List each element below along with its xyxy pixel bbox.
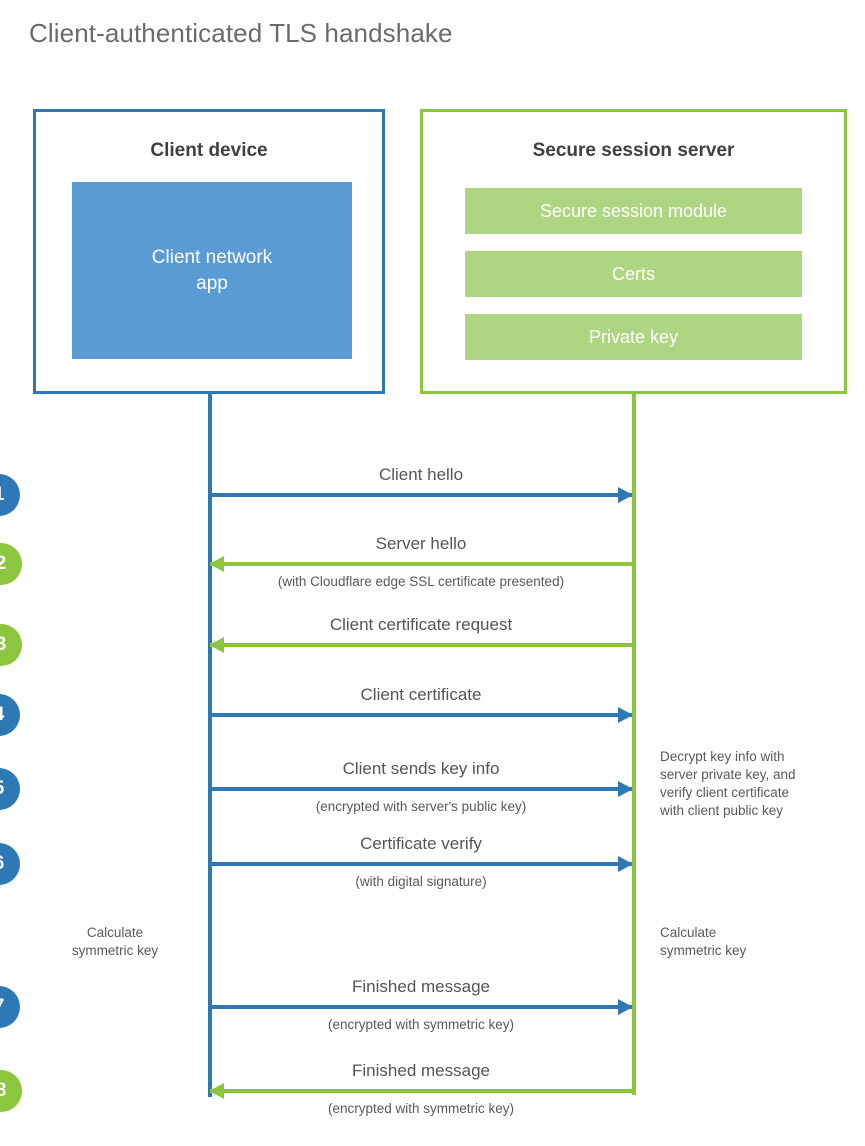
step-badge-4: 4 <box>0 694 20 736</box>
step-badge-3: 3 <box>0 624 22 666</box>
message-label-2: Server hello <box>375 534 467 553</box>
annotation-decrypt-line3: verify client certificate <box>660 785 790 800</box>
annotation-calc-client-line1: Calculate <box>86 925 144 940</box>
message-line-3 <box>209 637 632 653</box>
server-title: Secure session server <box>532 140 735 161</box>
message-line-8 <box>209 1083 632 1099</box>
annotation-decrypt-line4: with client public key <box>660 803 784 818</box>
secure-session-server-box: Secure session server Secure session mod… <box>420 109 847 394</box>
client-app-label-line2: app <box>196 272 228 294</box>
message-line-7 <box>210 999 633 1015</box>
annotation-decrypt-key-info: Decrypt key info with server private key… <box>660 748 850 820</box>
client-app-label-line1: Client network <box>151 246 273 268</box>
arrowhead-right-icon <box>618 856 633 872</box>
annotation-calculate-symmetric-key-client: Calculate symmetric key <box>40 924 190 960</box>
annotation-calc-server-line1: Calculate <box>660 925 717 940</box>
arrowhead-left-icon <box>209 637 224 653</box>
step-badge-5: 5 <box>0 768 20 810</box>
message-line-6 <box>210 856 633 872</box>
annotation-calc-client-line2: symmetric key <box>71 943 159 958</box>
message-line-4 <box>210 707 633 723</box>
message-sublabel-2: (with Cloudflare edge SSL certificate pr… <box>277 574 565 589</box>
step-badge-8: 8 <box>0 1070 22 1112</box>
client-lifeline <box>208 391 212 1097</box>
client-device-box: Client device Client network app <box>33 109 385 394</box>
message-label-6: Certificate verify <box>360 834 482 853</box>
step-badge-6: 6 <box>0 843 20 885</box>
server-lifeline <box>632 391 636 1095</box>
client-device-title: Client device <box>150 140 268 161</box>
arrowhead-left-icon <box>209 556 224 572</box>
step-badge-7: 7 <box>0 986 20 1028</box>
server-component-certs: Certs <box>465 251 802 297</box>
step-badge-2: 2 <box>0 543 22 585</box>
message-sublabel-7: (encrypted with symmetric key) <box>327 1017 515 1032</box>
annotation-calculate-symmetric-key-server: Calculate symmetric key <box>660 924 830 960</box>
message-label-5: Client sends key info <box>342 759 500 778</box>
message-line-2 <box>209 556 632 572</box>
arrowhead-right-icon <box>618 999 633 1015</box>
arrowhead-right-icon <box>618 781 633 797</box>
arrowhead-left-icon <box>209 1083 224 1099</box>
message-label-4: Client certificate <box>360 685 482 704</box>
message-sublabel-5: (encrypted with server's public key) <box>315 799 527 814</box>
message-label-7: Finished message <box>352 977 490 996</box>
page-title: Client-authenticated TLS handshake <box>29 18 453 48</box>
message-label-1: Client hello <box>378 465 464 484</box>
arrowhead-right-icon <box>618 487 633 503</box>
message-label-3: Client certificate request <box>329 615 513 634</box>
annotation-decrypt-line2: server private key, and <box>660 767 796 782</box>
step-badge-1: 1 <box>0 474 20 516</box>
message-line-5 <box>210 781 633 797</box>
message-line-1 <box>210 487 633 503</box>
client-network-app-block: Client network app <box>72 182 352 359</box>
message-sublabel-8: (encrypted with symmetric key) <box>327 1101 515 1116</box>
message-label-8: Finished message <box>352 1061 490 1080</box>
annotation-decrypt-line1: Decrypt key info with <box>660 749 785 764</box>
message-sublabel-6: (with digital signature) <box>355 874 487 889</box>
server-component-secure-session-module: Secure session module <box>465 188 802 234</box>
arrowhead-right-icon <box>618 707 633 723</box>
server-component-private-key: Private key <box>465 314 802 360</box>
annotation-calc-server-line2: symmetric key <box>660 943 747 958</box>
